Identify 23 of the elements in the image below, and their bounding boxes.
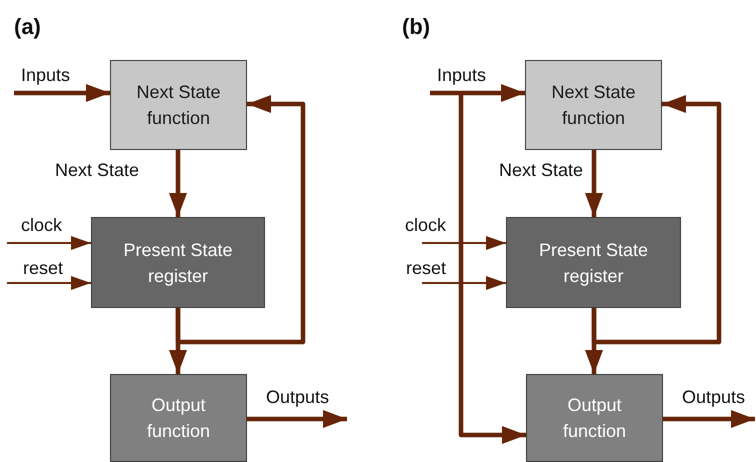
arrow [7, 276, 91, 290]
arrow [458, 93, 526, 444]
arrow [585, 150, 603, 217]
edge-label: Outputs [681, 387, 746, 407]
arrow [176, 95, 306, 344]
output-function-box: Output function [526, 374, 663, 462]
arrow [169, 150, 187, 217]
arrow [7, 236, 91, 250]
state-function-box: Next State function [110, 60, 247, 150]
arrow [422, 236, 506, 250]
register-box: Present State register [506, 217, 681, 308]
register-box: Present State register [91, 217, 265, 308]
arrow [592, 95, 722, 344]
arrow [14, 84, 110, 102]
arrow [663, 410, 755, 428]
arrow [430, 84, 525, 102]
arrow [422, 276, 506, 290]
panel-label: (b) [402, 14, 430, 40]
state-function-box: Next State function [525, 60, 662, 150]
edge-label: Outputs [265, 387, 330, 407]
panel-label: (a) [14, 14, 41, 40]
arrow [247, 410, 347, 428]
output-function-box: Output function [110, 374, 247, 462]
